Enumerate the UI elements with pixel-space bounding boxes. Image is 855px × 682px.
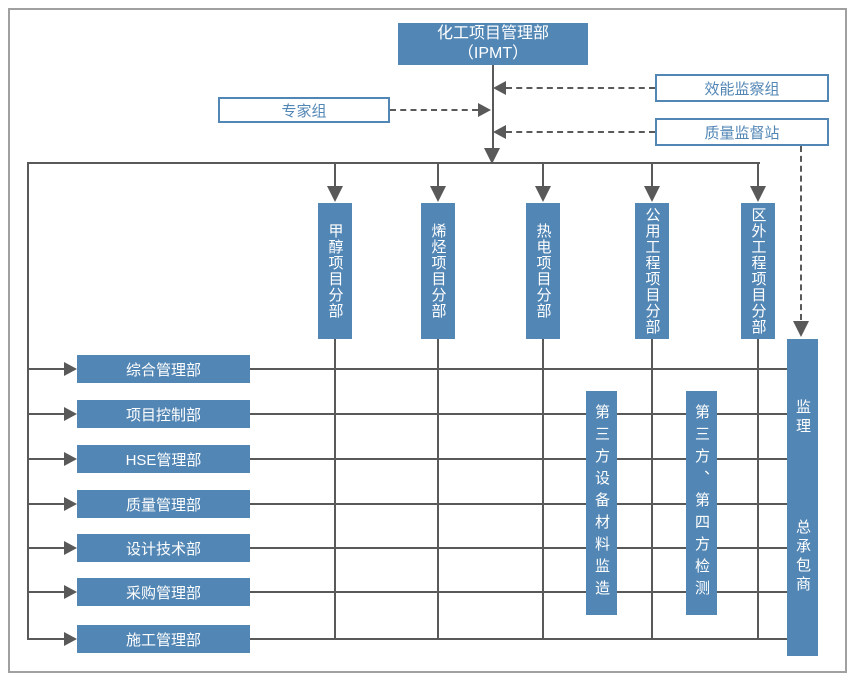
down-arrowhead bbox=[750, 186, 766, 202]
right-arrowhead bbox=[64, 541, 77, 555]
dept-node-quality: 质量管理部 bbox=[77, 490, 250, 518]
dept-label: 采购管理部 bbox=[125, 584, 201, 602]
right-arrowhead bbox=[478, 103, 491, 117]
efficiency-group-node: 效能监察组 bbox=[655, 74, 829, 102]
right-arrowhead bbox=[64, 407, 77, 421]
left-spine-line bbox=[27, 162, 29, 640]
supervision-label: 监理 bbox=[794, 399, 811, 437]
dept-branch-line bbox=[28, 503, 65, 505]
down-arrowhead bbox=[535, 186, 551, 202]
division-node-thermal: 热电项目分部 bbox=[526, 203, 560, 339]
dept-label: 综合管理部 bbox=[125, 361, 201, 379]
matrix-row-line bbox=[250, 368, 787, 370]
division-drop-line bbox=[334, 164, 336, 186]
dept-node-procurement: 采购管理部 bbox=[77, 578, 250, 606]
right-arrowhead bbox=[64, 452, 77, 466]
root-connector-line bbox=[492, 65, 494, 150]
division-grid-line bbox=[437, 339, 439, 640]
dept-node-construction: 施工管理部 bbox=[77, 625, 250, 653]
division-label: 甲醇项目分部 bbox=[326, 223, 344, 319]
division-grid-line bbox=[334, 339, 336, 640]
left-arrowhead bbox=[493, 125, 506, 139]
efficiency-dashed-line bbox=[506, 87, 655, 89]
division-drop-line bbox=[757, 164, 759, 186]
expert-group-label: 专家组 bbox=[281, 102, 327, 120]
general-contractor-label: 总承包商 bbox=[794, 519, 811, 595]
matrix-row-line bbox=[250, 458, 787, 460]
third-party-equipment-supervision-node: 第三方设备材料监造 bbox=[586, 391, 617, 615]
dept-label: 施工管理部 bbox=[125, 631, 201, 649]
dept-node-hse: HSE管理部 bbox=[77, 445, 250, 473]
dept-label: 项目控制部 bbox=[125, 406, 201, 424]
quality-station-label: 质量监督站 bbox=[704, 124, 780, 142]
division-drop-line bbox=[437, 164, 439, 186]
down-arrowhead bbox=[430, 186, 446, 202]
matrix-row-line bbox=[250, 591, 787, 593]
down-arrowhead bbox=[484, 148, 500, 164]
expert-group-dashed-line bbox=[390, 109, 478, 111]
third-party-label: 第三方设备材料监造 bbox=[593, 404, 610, 602]
division-grid-line bbox=[542, 339, 544, 640]
root-title-line2: （IPMT） bbox=[457, 45, 529, 62]
quality-station-dashed-line bbox=[506, 131, 655, 133]
quality-station-node: 质量监督站 bbox=[655, 118, 829, 146]
dept-branch-line bbox=[28, 413, 65, 415]
division-label: 公用工程项目分部 bbox=[643, 207, 661, 335]
efficiency-group-label: 效能监察组 bbox=[704, 80, 780, 98]
division-label: 烯烃项目分部 bbox=[429, 223, 447, 319]
matrix-row-line bbox=[250, 547, 787, 549]
dept-label: HSE管理部 bbox=[125, 451, 202, 469]
division-node-methanol: 甲醇项目分部 bbox=[318, 203, 352, 339]
dept-label: 质量管理部 bbox=[125, 496, 201, 514]
division-drop-line bbox=[651, 164, 653, 186]
top-distribution-line bbox=[27, 162, 760, 164]
matrix-row-line bbox=[250, 503, 787, 505]
matrix-row-line bbox=[250, 413, 787, 415]
dept-node-design-tech: 设计技术部 bbox=[77, 534, 250, 562]
expert-group-node: 专家组 bbox=[218, 97, 390, 123]
dept-node-project-control: 项目控制部 bbox=[77, 400, 250, 428]
dept-node-general-management: 综合管理部 bbox=[77, 355, 250, 383]
root-node-ipmt: 化工项目管理部 （IPMT） bbox=[398, 23, 588, 65]
division-node-utilities: 公用工程项目分部 bbox=[635, 203, 669, 339]
division-grid-line bbox=[651, 339, 653, 640]
division-label: 热电项目分部 bbox=[534, 223, 552, 319]
dept-label: 设计技术部 bbox=[125, 540, 201, 558]
division-drop-line bbox=[542, 164, 544, 186]
dept-branch-line bbox=[28, 638, 65, 640]
dept-branch-line bbox=[28, 458, 65, 460]
matrix-row-line bbox=[250, 638, 787, 640]
right-arrowhead bbox=[64, 497, 77, 511]
right-arrowhead bbox=[64, 362, 77, 376]
division-label: 区外工程项目分部 bbox=[749, 207, 767, 335]
left-arrowhead bbox=[493, 81, 506, 95]
chart-border-frame bbox=[8, 8, 847, 673]
dept-branch-line bbox=[28, 368, 65, 370]
dept-branch-line bbox=[28, 547, 65, 549]
down-arrowhead bbox=[793, 321, 809, 337]
dept-branch-line bbox=[28, 591, 65, 593]
right-arrowhead bbox=[64, 585, 77, 599]
division-grid-line bbox=[757, 339, 759, 640]
quality-to-supervision-dashed-line bbox=[800, 146, 802, 320]
right-arrowhead bbox=[64, 632, 77, 646]
down-arrowhead bbox=[327, 186, 343, 202]
third-party-label: 第三方、第四方检测 bbox=[693, 404, 710, 602]
division-node-olefin: 烯烃项目分部 bbox=[421, 203, 455, 339]
division-node-outside-area: 区外工程项目分部 bbox=[741, 203, 775, 339]
third-party-testing-node: 第三方、第四方检测 bbox=[686, 391, 717, 615]
root-title-line1: 化工项目管理部 bbox=[436, 25, 549, 42]
down-arrowhead bbox=[644, 186, 660, 202]
supervision-contractor-node: 监理 总承包商 bbox=[787, 339, 818, 656]
